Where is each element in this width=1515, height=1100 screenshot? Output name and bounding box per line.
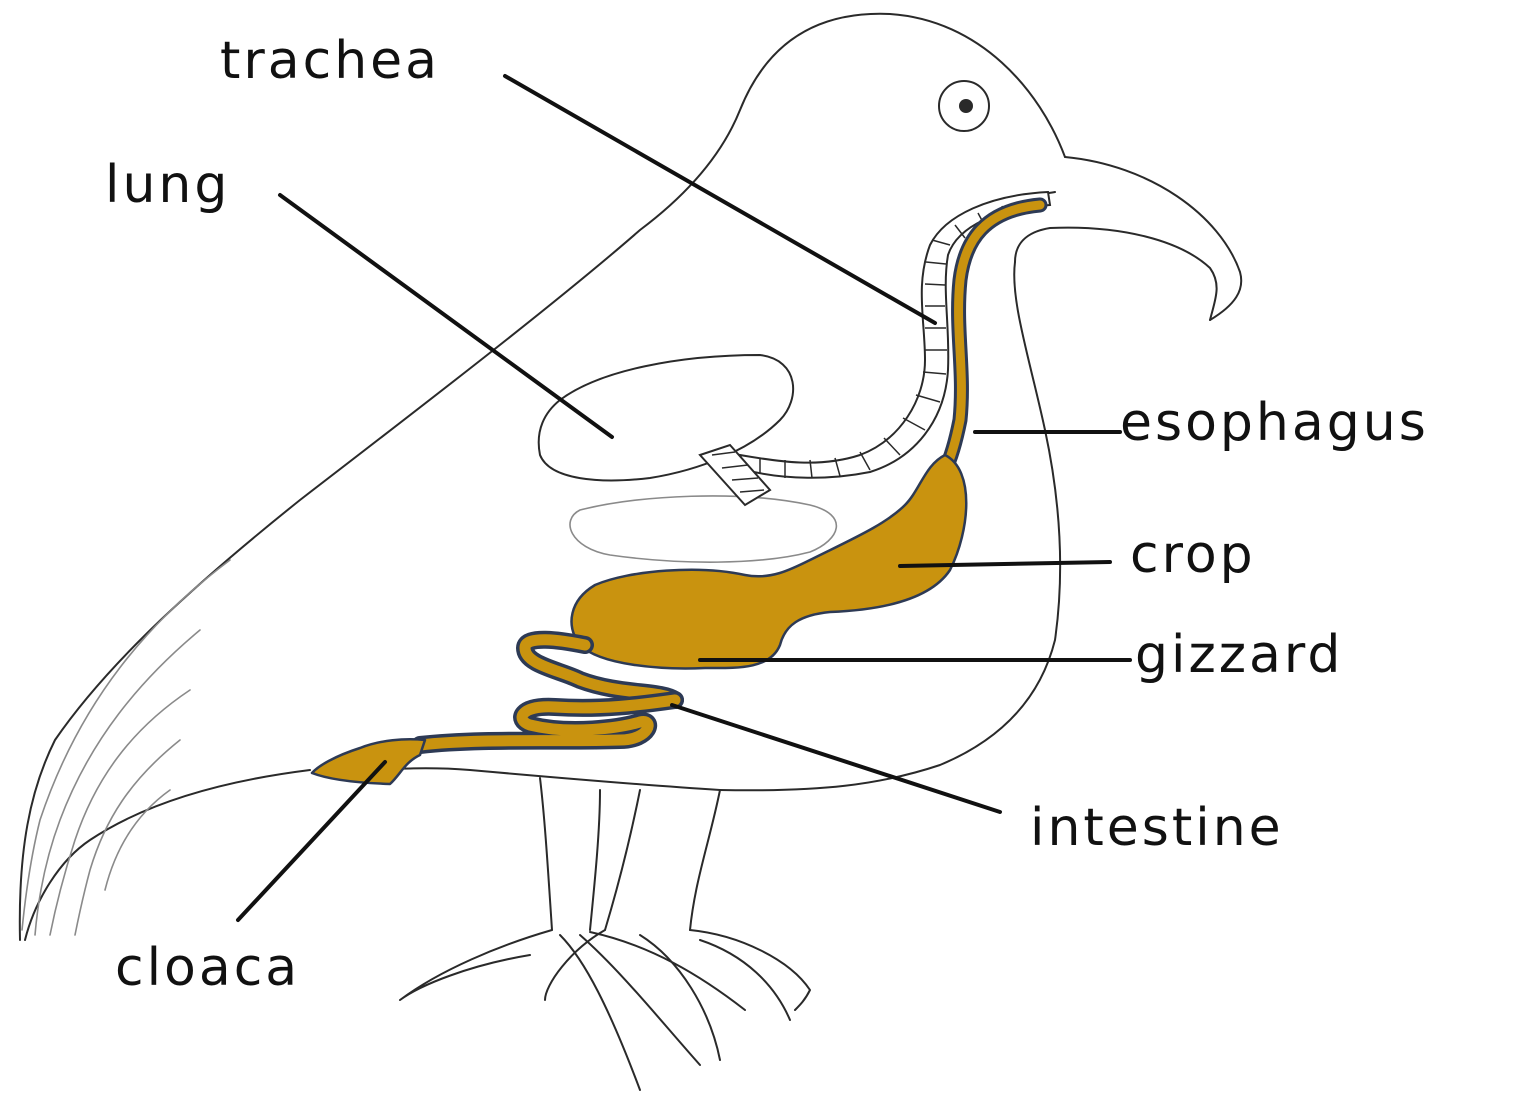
second-lung-outline [570,496,836,562]
right-leg-outline [605,790,640,930]
crop-and-gizzard-shape [572,455,967,668]
beak-lower-outline [1015,228,1217,320]
trachea-tube [700,192,1050,505]
lung [539,355,837,562]
right-leg-back-outline [690,790,720,930]
label-esophagus: esophagus [1120,393,1429,453]
eye-pupil [959,99,973,113]
legs-and-feet [400,778,810,1090]
label-intestine: intestine [1030,798,1284,858]
trachea-leader-line [505,76,935,323]
cloaca-leader-line [238,762,385,920]
left-leg-inner-outline [590,790,600,930]
labels: trachea lung esophagus crop gizzard inte… [105,31,1429,998]
intestine-leader-line [672,705,1000,812]
left-leg-outline [540,778,552,930]
label-crop: crop [1130,525,1256,585]
label-gizzard: gizzard [1135,625,1343,685]
label-cloaca: cloaca [115,938,300,998]
label-lung: lung [105,155,230,215]
tail-underside-outline [25,770,310,940]
label-trachea: trachea [220,31,440,91]
lung-leader-line [280,195,612,437]
